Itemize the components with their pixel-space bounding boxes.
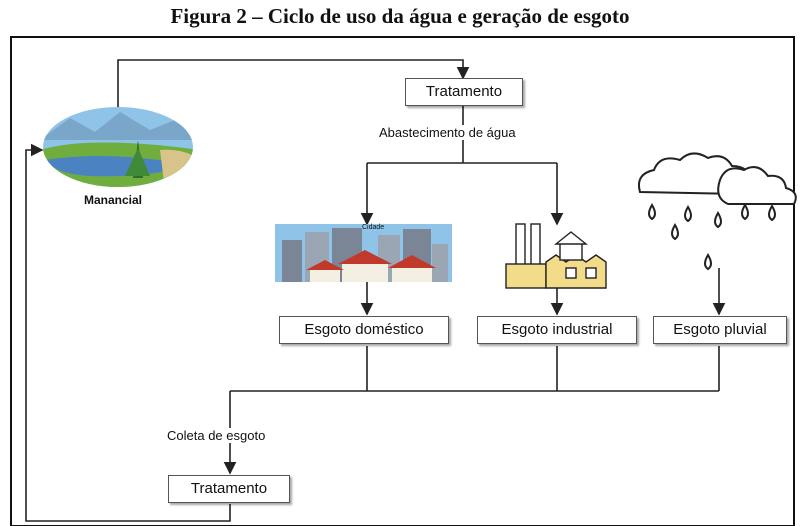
industrial-sewage-box: Esgoto industrial	[477, 316, 637, 344]
connector-return-to-source	[25, 143, 231, 522]
city-caption: Cidade	[362, 224, 385, 231]
figure-frame	[10, 36, 795, 526]
rain-cloud-icon	[638, 152, 797, 271]
storm-sewage-box: Esgoto pluvial	[653, 316, 787, 344]
landscape-icon	[43, 107, 193, 187]
water-supply-label: Abastecimento de água	[377, 125, 518, 140]
connector-source-to-treatment	[117, 59, 470, 110]
figure-title: Figura 2 – Ciclo de uso da água e geraçã…	[170, 4, 630, 28]
domestic-sewage-box: Esgoto doméstico	[279, 316, 449, 344]
source-label: Manancial	[84, 193, 143, 207]
factory-icon	[505, 223, 607, 289]
treatment-box-bottom: Tratamento	[168, 475, 290, 503]
city-icon	[275, 224, 452, 282]
treatment-box-top: Tratamento	[405, 78, 523, 106]
sewage-collection-label: Coleta de esgoto	[165, 428, 268, 443]
